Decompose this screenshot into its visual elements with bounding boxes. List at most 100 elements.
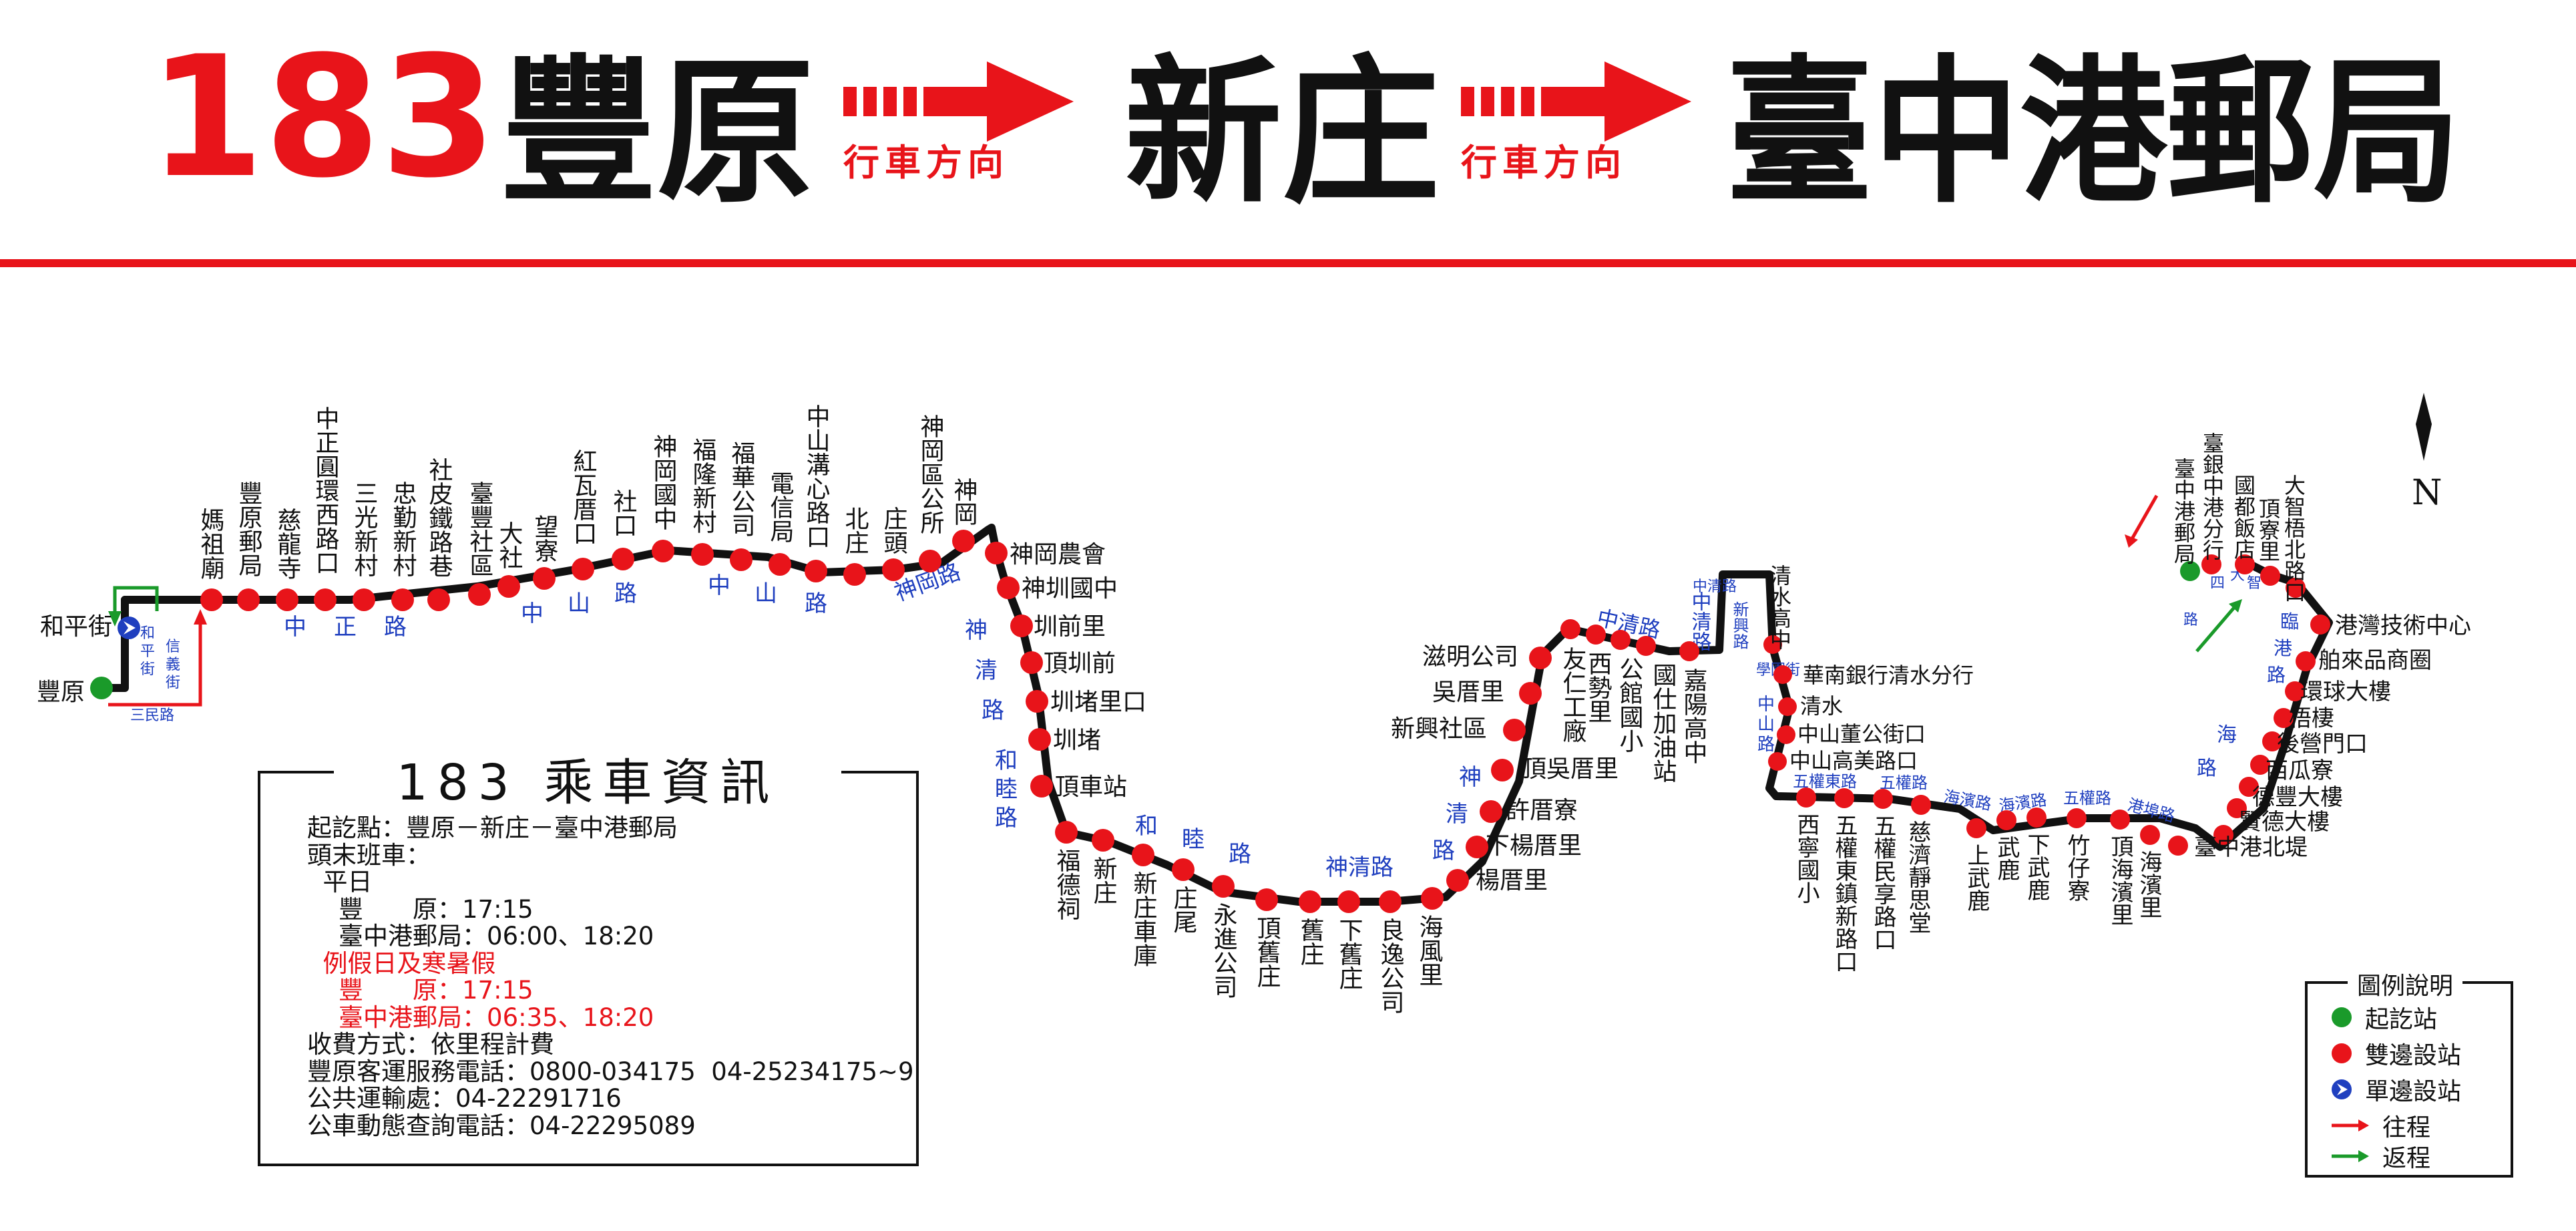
station-marker bbox=[1028, 728, 1051, 751]
station-label: 福隆新村 bbox=[689, 437, 717, 534]
station-label: 新庄 bbox=[1090, 856, 1117, 904]
station-label: 忠勤新村 bbox=[389, 481, 417, 577]
station-label: 清水 bbox=[1800, 693, 1843, 719]
road-label: 和 bbox=[1135, 813, 1158, 840]
station-label: 賢德大樓 bbox=[2239, 809, 2330, 836]
station-marker bbox=[1337, 890, 1360, 913]
green-dot-icon bbox=[2332, 1007, 2352, 1027]
station-label: 新庄車庫 bbox=[1130, 871, 1157, 967]
station-marker bbox=[2026, 808, 2047, 828]
station-label: 五權民享路口 bbox=[1870, 814, 1896, 950]
road-label: 五權路 bbox=[2063, 789, 2111, 808]
station-label: 楊厝里 bbox=[1476, 867, 1548, 894]
red-dot-icon bbox=[2332, 1043, 2352, 1063]
station-label: 吳厝里 bbox=[1432, 679, 1504, 706]
station-marker bbox=[1421, 887, 1444, 910]
station-label: 良逸公司 bbox=[1377, 918, 1404, 1014]
station-marker bbox=[2235, 554, 2255, 574]
road-label: 路 bbox=[995, 805, 1018, 832]
bus-tracking-phone: 公車動態查詢電話：04-22295089 bbox=[307, 1111, 696, 1140]
road-label: 路 bbox=[1757, 735, 1775, 755]
road-labels: 中 正 路 中 山 路 中 山 路 神岡路 神 清 路 和 睦 路 和 睦 路 … bbox=[130, 558, 2299, 881]
road-label: 路 bbox=[2267, 664, 2286, 686]
station-marker bbox=[200, 588, 223, 611]
station-marker bbox=[1446, 869, 1469, 892]
station-marker bbox=[427, 588, 450, 611]
station-label: 頂舊庄 bbox=[1253, 916, 1281, 988]
station-label: 西瓜寮 bbox=[2266, 757, 2334, 784]
station-marker bbox=[1911, 795, 1931, 815]
station-label: 舊庄 bbox=[1297, 918, 1324, 966]
road-label: 智 bbox=[2247, 575, 2262, 592]
station-label: 臺豐社區 bbox=[466, 481, 494, 577]
road-label: 清 bbox=[1446, 801, 1468, 828]
first-last-bus-label: 頭末班車： bbox=[307, 840, 431, 870]
station-marker bbox=[1379, 890, 1402, 913]
road-label: 中 bbox=[521, 600, 544, 627]
station-marker bbox=[997, 576, 1020, 599]
station-marker bbox=[1503, 719, 1526, 741]
station-label: 西勢里 bbox=[1584, 651, 1612, 723]
station-marker bbox=[2140, 825, 2160, 845]
road-label: 平 bbox=[140, 643, 155, 660]
station-marker bbox=[497, 575, 520, 598]
direction-arrow-2 bbox=[1461, 61, 1691, 142]
road-label: 海 bbox=[2217, 723, 2237, 747]
station-marker bbox=[652, 540, 674, 562]
road-label: 三民路 bbox=[130, 707, 174, 724]
station-marker bbox=[1560, 619, 1580, 639]
station-marker bbox=[1636, 636, 1656, 656]
station-marker bbox=[533, 567, 556, 590]
road-label: 山 bbox=[568, 590, 590, 617]
station-label: 慈濟靜思堂 bbox=[1904, 820, 1931, 934]
station-marker bbox=[391, 588, 414, 611]
weekday-label: 平日 bbox=[307, 868, 373, 896]
station-marker bbox=[882, 558, 905, 581]
station-label: 梧棲 bbox=[2289, 705, 2334, 732]
green-arrow-icon bbox=[2332, 1150, 2369, 1162]
road-label: 山 bbox=[1757, 715, 1775, 735]
station-label: 頂海濱里 bbox=[2107, 835, 2133, 926]
legend-start: 起訖站 bbox=[2330, 1003, 2437, 1033]
station-label: 臺中港郵局 bbox=[2171, 458, 2196, 564]
station-label: 媽祖廟 bbox=[197, 508, 225, 580]
station-label: 上武鹿 bbox=[1963, 844, 1990, 912]
station-label: 德豐大樓 bbox=[2252, 784, 2343, 811]
station-marker bbox=[2168, 836, 2188, 856]
station-marker bbox=[612, 548, 634, 570]
terminal-station-marker bbox=[2180, 561, 2200, 581]
legend-outbound-label: 往程 bbox=[2382, 1114, 2431, 1141]
station-label: 華南銀行清水分行 bbox=[1803, 663, 1974, 688]
station-label: 慈龍寺 bbox=[274, 508, 301, 580]
station-label: 大社 bbox=[495, 521, 523, 569]
legend-title: 圖例說明 bbox=[2348, 966, 2463, 1001]
station-marker bbox=[2201, 554, 2221, 574]
station-label: 庄頭 bbox=[880, 506, 907, 554]
one-side-station-marker bbox=[118, 617, 140, 639]
station-label: 北庄 bbox=[841, 506, 869, 554]
road-label: 神 bbox=[1459, 764, 1482, 791]
legend-both-sides: 雙邊設站 bbox=[2330, 1039, 2461, 1069]
road-label: 街 bbox=[166, 675, 180, 691]
station-label: 大智梧北路口 bbox=[2281, 474, 2306, 602]
station-label: 下舊庄 bbox=[1335, 918, 1363, 990]
station-marker bbox=[985, 542, 1008, 564]
station-marker bbox=[1763, 635, 1782, 654]
station-label: 三光新村 bbox=[351, 481, 378, 577]
station-marker bbox=[468, 583, 491, 606]
road-label: 路 bbox=[2197, 757, 2217, 780]
station-marker bbox=[843, 563, 866, 586]
station-label: 庄尾 bbox=[1170, 886, 1197, 934]
station-marker bbox=[1212, 875, 1235, 898]
direction-arrow-1 bbox=[843, 61, 1074, 142]
road-label: 清 bbox=[975, 657, 998, 684]
station-label: 神岡農會 bbox=[1010, 541, 1106, 568]
direction-label-2: 行車方向 bbox=[1461, 142, 1627, 184]
header-divider bbox=[0, 259, 2576, 267]
road-label: 四 bbox=[2210, 575, 2225, 592]
station-marker bbox=[805, 560, 827, 582]
station-marker bbox=[919, 550, 941, 572]
road-label: 正 bbox=[334, 614, 357, 641]
station-label: 紅瓦厝口 bbox=[570, 449, 597, 545]
